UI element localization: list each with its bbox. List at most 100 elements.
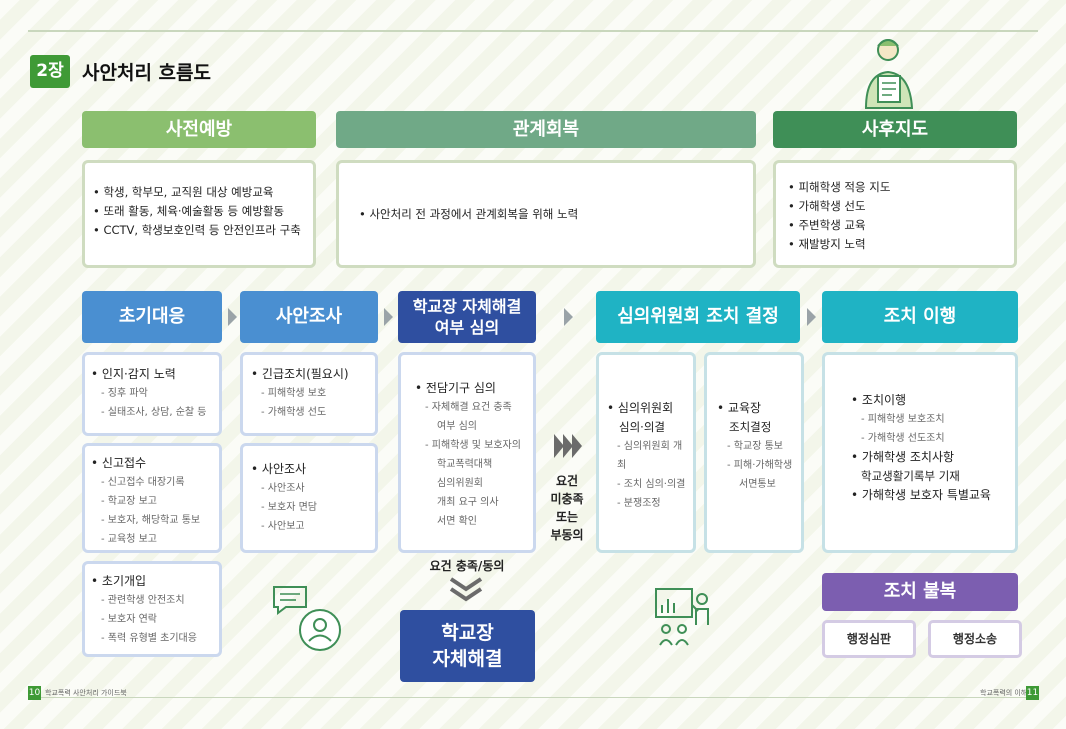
- item-sub: 학교장 통보: [717, 437, 797, 456]
- item-sub: 신고접수 대장기록: [91, 473, 213, 492]
- list-item: 또래 활동, 체육·예술활동 등 예방활동: [93, 202, 305, 221]
- chat-bubble-icon: [273, 586, 307, 615]
- item-sub: 보호자 면담: [251, 498, 367, 517]
- result-line: 자체해결: [432, 648, 503, 670]
- list-item: 피해학생 적응 지도: [788, 178, 1002, 197]
- investigation-box-emergency: 긴급조치(필요시) 피해학생 보호 가해학생 선도: [240, 352, 378, 436]
- item-sub-cont: 서면 확인: [437, 516, 477, 527]
- list-item: 사안처리 전 과정에서 관계회복을 위해 노력: [359, 205, 733, 224]
- item-main: 심의위원회: [607, 399, 689, 418]
- page-number-right: 11: [1026, 686, 1039, 700]
- item-sub: 가해학생 선도: [251, 403, 367, 422]
- item-sub: 분쟁조정: [607, 494, 689, 513]
- initial-box-report: 신고접수 신고접수 대장기록 학교장 보고 보호자, 해당학교 통보 교육청 보…: [82, 443, 222, 553]
- item-sub: 학교장 보고: [91, 492, 213, 511]
- requirement-met-label: 요건 충족/동의: [429, 559, 505, 573]
- item-sub: 보호자, 해당학교 통보: [91, 511, 213, 530]
- person-icon: [299, 609, 341, 651]
- item-main: 인지·감지 노력: [91, 365, 213, 384]
- page-number-left: 10: [28, 686, 41, 700]
- step-header-committee: 심의위원회 조치 결정: [596, 291, 800, 343]
- investigation-box-inquiry: 사안조사 사안조사 보호자 면담 사안보고: [240, 443, 378, 553]
- list-item: 주변학생 교육: [788, 216, 1002, 235]
- item-main: 교육장: [717, 399, 797, 418]
- item-sub: 피해학생 보호: [251, 384, 367, 403]
- item-sub: 피해학생 및 보호자의: [415, 436, 525, 455]
- self-resolution-result: 학교장 자체해결: [400, 610, 535, 682]
- self-resolution-box: 전담기구 심의 자체해결 요건 충족 여부 심의 피해학생 및 보호자의 학교폭…: [398, 352, 536, 553]
- flow-arrow-icon: [807, 308, 816, 326]
- item-sub-cont: 서면통보: [739, 479, 776, 490]
- presentation-icon: [655, 588, 709, 646]
- step-header-self-resolution: 학교장 자체해결 여부 심의: [398, 291, 536, 343]
- item-main-cont: 학교생활기록부 기재: [861, 469, 960, 483]
- item-sub: 피해학생 보호조치: [851, 410, 1007, 429]
- appeal-option-administrative-litigation: 행정소송: [928, 620, 1022, 658]
- item-main: 가해학생 조치사항: [851, 448, 1007, 467]
- step-header-initial: 초기대응: [82, 291, 222, 343]
- phase-header-prevention: 사전예방: [82, 111, 316, 148]
- label-line: 부동의: [550, 528, 584, 542]
- phase-header-restoration: 관계회복: [336, 111, 756, 148]
- phase-header-aftercare: 사후지도: [773, 111, 1017, 148]
- committee-box-decision: 교육장 조치결정 학교장 통보 피해·가해학생 서면통보: [704, 352, 804, 553]
- reader-figure-icon: [864, 39, 914, 109]
- phase-box-prevention: 학생, 학부모, 교직원 대상 예방교육 또래 활동, 체육·예술활동 등 예방…: [82, 160, 316, 268]
- item-main-cont: 심의·의결: [619, 420, 665, 434]
- header-line: 여부 심의: [434, 318, 500, 337]
- item-sub: 보호자 연락: [91, 610, 213, 629]
- item-sub: 실태조사, 상담, 순찰 등: [91, 403, 213, 422]
- step-header-implementation: 조치 이행: [822, 291, 1018, 343]
- item-main: 사안조사: [251, 460, 367, 479]
- item-main-cont: 조치결정: [729, 420, 772, 434]
- initial-box-awareness: 인지·감지 노력 징후 파악 실태조사, 상담, 순찰 등: [82, 352, 222, 436]
- result-line: 학교장: [441, 622, 494, 644]
- list-item: 학생, 학부모, 교직원 대상 예방교육: [93, 183, 305, 202]
- phase-box-restoration: 사안처리 전 과정에서 관계회복을 위해 노력: [336, 160, 756, 268]
- item-main: 초기개입: [91, 572, 213, 591]
- footer-text-right: 학교폭력의 이해: [980, 689, 1028, 697]
- item-sub-cont: 심의위원회: [437, 478, 483, 489]
- label-line: 또는: [555, 510, 579, 524]
- header-line: 학교장 자체해결: [412, 297, 522, 316]
- appeal-option-administrative-trial: 행정심판: [822, 620, 916, 658]
- item-sub-cont: 여부 심의: [437, 421, 477, 432]
- bottom-rule: [28, 697, 1038, 698]
- flow-arrow-icon: [384, 308, 393, 326]
- item-sub: 사안보고: [251, 517, 367, 536]
- list-item: 가해학생 선도: [788, 197, 1002, 216]
- down-arrow-icon: [449, 577, 483, 602]
- item-main: 긴급조치(필요시): [251, 365, 367, 384]
- item-main: 전담기구 심의: [415, 379, 525, 398]
- item-sub: 조치 심의·의결: [607, 475, 689, 494]
- list-item: CCTV, 학생보호인력 등 안전인프라 구축: [93, 221, 305, 240]
- triple-chevron-icon: [554, 434, 582, 458]
- item-main: 조치이행: [851, 391, 1007, 410]
- label-line: 미충족: [550, 492, 584, 506]
- item-sub: 폭력 유형별 초기대응: [91, 629, 213, 648]
- list-item: 재발방지 노력: [788, 235, 1002, 254]
- footer-text-left: 학교폭력 사안처리 가이드북: [45, 689, 127, 697]
- item-sub: 심의위원회 개최: [607, 437, 689, 475]
- item-sub: 관련학생 안전조치: [91, 591, 213, 610]
- implementation-box: 조치이행 피해학생 보호조치 가해학생 선도조치 가해학생 조치사항 학교생활기…: [822, 352, 1018, 553]
- phase-box-aftercare: 피해학생 적응 지도 가해학생 선도 주변학생 교육 재발방지 노력: [773, 160, 1017, 268]
- requirement-unmet-label: 요건 미충족 또는 부동의: [542, 472, 592, 544]
- flow-arrow-icon: [228, 308, 237, 326]
- flow-arrow-icon: [564, 308, 573, 326]
- top-rule: [28, 30, 1038, 32]
- item-sub: 징후 파악: [91, 384, 213, 403]
- step-header-investigation: 사안조사: [240, 291, 378, 343]
- item-main: 신고접수: [91, 454, 213, 473]
- item-sub-cont: 개최 요구 의사: [437, 497, 499, 508]
- item-sub: 가해학생 선도조치: [851, 429, 1007, 448]
- item-sub-cont: 학교폭력대책: [437, 459, 493, 470]
- appeal-header: 조치 불복: [822, 573, 1018, 611]
- item-sub: 자체해결 요건 충족: [415, 398, 525, 417]
- chapter-badge: 2장: [30, 55, 70, 88]
- item-main: 가해학생 보호자 특별교육: [851, 486, 1007, 505]
- item-sub: 사안조사: [251, 479, 367, 498]
- page-title: 사안처리 흐름도: [82, 62, 211, 84]
- committee-box-deliberation: 심의위원회 심의·의결 심의위원회 개최 조치 심의·의결 분쟁조정: [596, 352, 696, 553]
- initial-box-intervention: 초기개입 관련학생 안전조치 보호자 연락 폭력 유형별 초기대응: [82, 561, 222, 657]
